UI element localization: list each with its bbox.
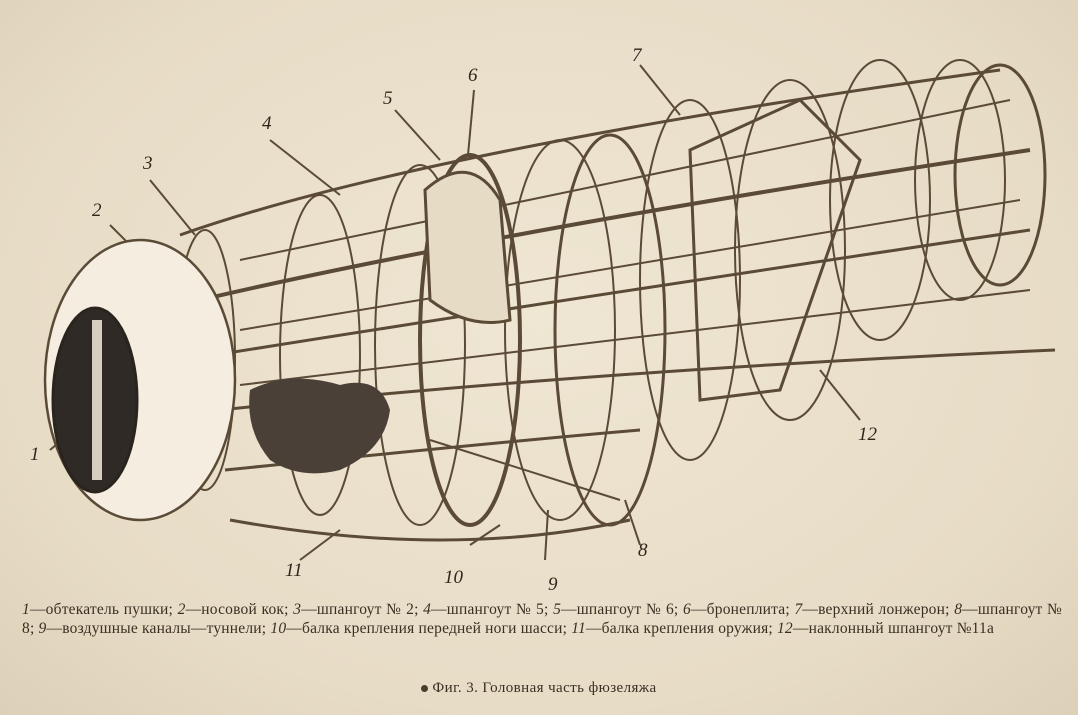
- callout-2: 2: [92, 200, 102, 221]
- legend-item: 12—наклонный шпангоут №11а: [776, 620, 995, 637]
- legend-item: 3—шпангоут № 2;: [293, 601, 419, 618]
- legend-item: 2—носовой кок;: [177, 601, 289, 618]
- callout-1: 1: [30, 444, 40, 465]
- legend-item: 10—балка крепления передней ноги шасси;: [270, 620, 568, 637]
- callout-7: 7: [632, 45, 642, 66]
- callout-8: 8: [638, 540, 648, 561]
- callout-10: 10: [444, 567, 463, 588]
- callout-11: 11: [285, 560, 303, 581]
- legend-item: 1—обтекатель пушки;: [22, 601, 174, 618]
- legend-caption: 1—обтекатель пушки; 2—носовой кок; 3—шпа…: [22, 600, 1062, 638]
- legend-item: 9—воздушные каналы—туннели;: [38, 620, 267, 637]
- figure-title: Фиг. 3. Головная часть фюзеляжа: [0, 680, 1078, 697]
- bullet-icon: [421, 685, 429, 693]
- callout-3: 3: [143, 153, 153, 174]
- legend-item: 8—шпангоут № 8;: [22, 601, 1063, 637]
- legend-item: 5—шпангоут № 6;: [553, 601, 679, 618]
- callout-9: 9: [548, 574, 558, 595]
- callout-4: 4: [262, 113, 272, 134]
- legend-item: 4—шпангоут № 5;: [423, 601, 549, 618]
- legend-item: 7—верхний лонжерон;: [794, 601, 950, 618]
- legend-item: 6—бронеплита;: [683, 601, 790, 618]
- callout-5: 5: [383, 88, 393, 109]
- legend-item: 11—балка крепления оружия;: [571, 620, 773, 637]
- fuselage-illustration: [43, 59, 1056, 561]
- callout-6: 6: [468, 65, 478, 86]
- callout-12: 12: [858, 424, 877, 445]
